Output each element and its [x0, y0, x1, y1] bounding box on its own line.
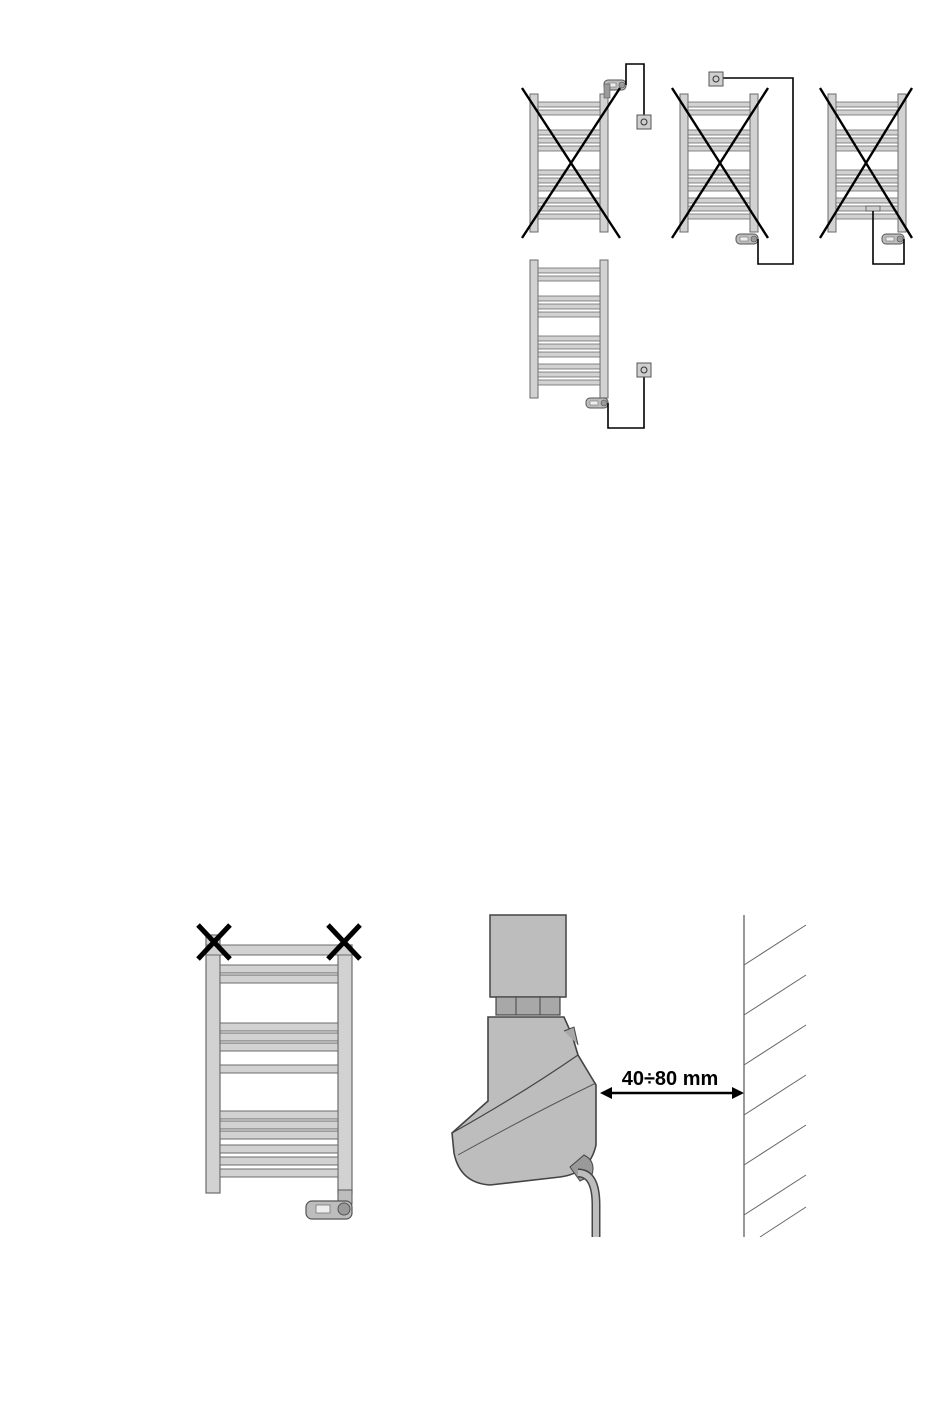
installation-distance-svg: 40÷80 mm: [140, 905, 820, 1245]
mounting-options-figure: [500, 40, 820, 440]
socket-icon: [637, 363, 651, 377]
socket-icon: [709, 72, 723, 86]
radiator-ladder: [206, 935, 352, 1193]
wall: [744, 915, 806, 1237]
installation-distance-figure: 40÷80 mm: [140, 905, 820, 1245]
socket-icon: [637, 115, 651, 129]
heater-icon: [306, 1190, 352, 1219]
heater-icon: [736, 234, 758, 244]
power-cable: [608, 376, 644, 428]
incorrect-panel-socket-high: [672, 72, 793, 264]
incorrect-panel-socket-low: [820, 88, 912, 264]
mounting-options-svg: [500, 40, 820, 440]
correct-panel-bottom-mount: [530, 260, 651, 428]
heater-icon: [882, 234, 904, 244]
heater-icon: [586, 398, 608, 408]
heater-closeup: [452, 915, 596, 1237]
distance-label: 40÷80 mm: [622, 1068, 719, 1090]
socket-icon: [866, 206, 880, 211]
incorrect-panel-top-mount: [522, 64, 651, 238]
power-cable: [626, 64, 644, 118]
